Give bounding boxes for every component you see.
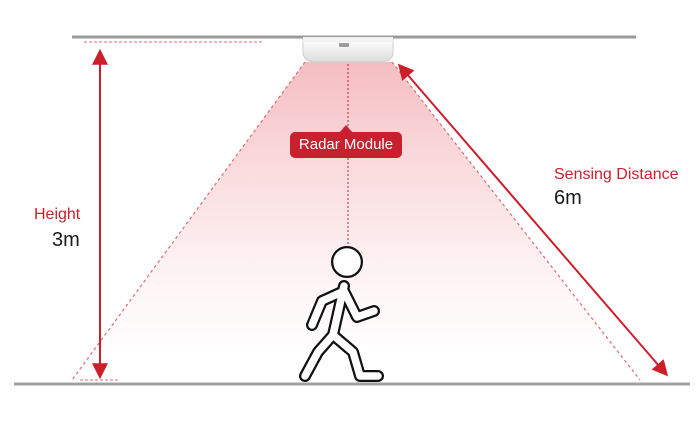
badge-pointer bbox=[339, 125, 353, 133]
height-value: 3m bbox=[52, 229, 80, 251]
sensing-distance-value: 6m bbox=[554, 187, 582, 209]
detection-cone bbox=[72, 62, 640, 380]
height-label: Height bbox=[34, 206, 81, 223]
radar-sensor-icon bbox=[302, 37, 394, 63]
sensing-distance-label: Sensing Distance bbox=[554, 166, 679, 183]
distance-arrow bbox=[397, 63, 669, 377]
radar-module-badge: Radar Module bbox=[290, 132, 402, 158]
walking-person-icon bbox=[299, 246, 384, 382]
